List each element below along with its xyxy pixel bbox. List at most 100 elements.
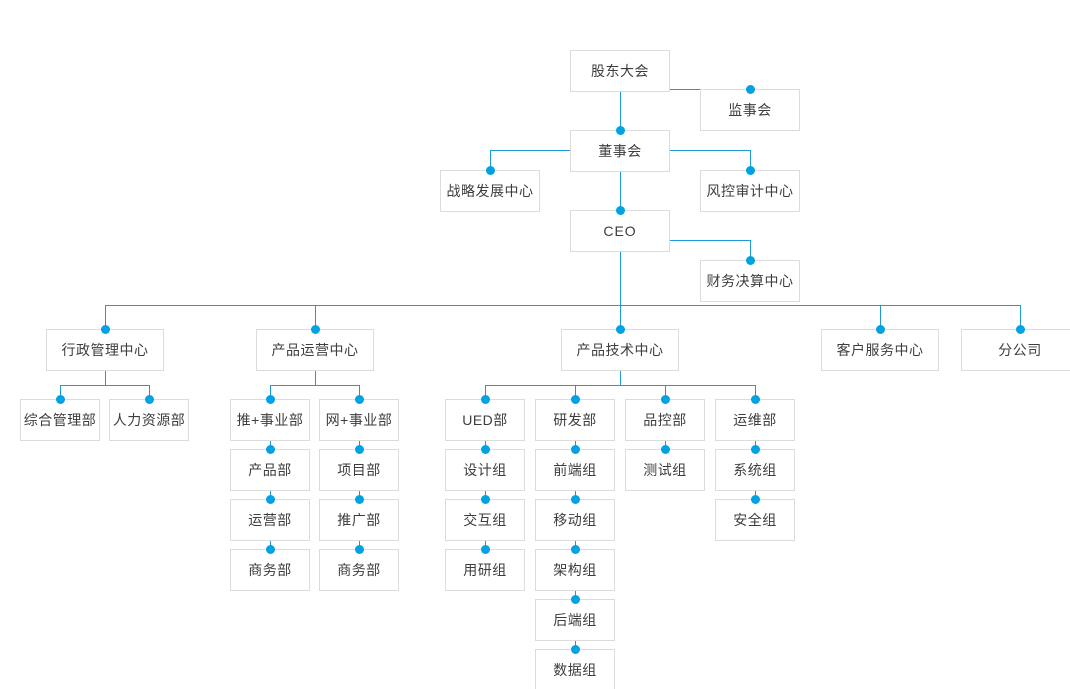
connector-admin-stem-v [105,371,106,385]
connector-admin-to-general-v [60,385,61,399]
dot-customer-service-center [875,324,885,334]
dot-riskaudit [745,165,755,175]
node-tui-plus[interactable]: 推+事业部 [230,399,310,441]
node-promotion-dept[interactable]: 推广部 [319,499,399,541]
node-finance[interactable]: 财务决算中心 [700,260,800,302]
dot-qa-dept [660,394,670,404]
connector-tech-stem-v [620,371,621,385]
node-human-resources[interactable]: 人力资源部 [109,399,189,441]
connector-prodops-to-wang-v [359,385,360,399]
dot-board [615,125,625,135]
connector-admin-bar-h [60,385,149,386]
dot-business-dept-right [354,544,364,554]
node-supervisory[interactable]: 监事会 [700,89,800,131]
connector-tech-to-ued-v [485,385,486,399]
node-system-group[interactable]: 系统组 [715,449,795,491]
node-user-research-group[interactable]: 用研组 [445,549,525,591]
dot-ops-maint-dept [750,394,760,404]
dot-security-group [750,494,760,504]
node-product-ops-center[interactable]: 产品运营中心 [256,329,374,371]
dot-strategy [485,165,495,175]
dot-tui-plus [265,394,275,404]
connector-board-to-strategy-h [490,150,570,151]
node-board[interactable]: 董事会 [570,130,670,172]
dot-ued-dept [480,394,490,404]
connector-board-to-riskaudit-v [750,150,751,170]
connector-ceo-to-bus-v [620,252,621,305]
connector-shareholders-to-board-v [620,92,621,130]
dot-operations-dept [265,494,275,504]
node-wang-plus[interactable]: 网+事业部 [319,399,399,441]
dot-wang-plus [354,394,364,404]
dot-product-ops-center [310,324,320,334]
node-ued-dept[interactable]: UED部 [445,399,525,441]
connector-bar-to-admin-v [105,305,106,329]
node-operations-dept[interactable]: 运营部 [230,499,310,541]
dot-data-group [570,644,580,654]
node-product-dept[interactable]: 产品部 [230,449,310,491]
node-rd-dept[interactable]: 研发部 [535,399,615,441]
node-branch-company[interactable]: 分公司 [961,329,1070,371]
connector-bar-to-customer-v [880,305,881,329]
node-architecture-group[interactable]: 架构组 [535,549,615,591]
connector-prodops-bar-h [270,385,359,386]
node-ops-maint-dept[interactable]: 运维部 [715,399,795,441]
node-customer-service-center[interactable]: 客户服务中心 [821,329,939,371]
dot-promotion-dept [354,494,364,504]
node-strategy[interactable]: 战略发展中心 [440,170,540,212]
node-frontend-group[interactable]: 前端组 [535,449,615,491]
connector-board-to-riskaudit-h [670,150,750,151]
node-mobile-group[interactable]: 移动组 [535,499,615,541]
dot-ceo [615,205,625,215]
dot-supervisory [745,84,755,94]
connector-bar-to-branch-v [1020,305,1021,329]
dot-product-tech-center [615,324,625,334]
node-design-group[interactable]: 设计组 [445,449,525,491]
connector-tech-to-opsmaint-v [755,385,756,399]
node-project-dept[interactable]: 项目部 [319,449,399,491]
dot-general-admin [55,394,65,404]
node-test-group[interactable]: 测试组 [625,449,705,491]
connector-tech-bar-h [485,385,755,386]
node-backend-group[interactable]: 后端组 [535,599,615,641]
dot-backend-group [570,594,580,604]
dot-frontend-group [570,444,580,454]
node-interaction-group[interactable]: 交互组 [445,499,525,541]
dot-interaction-group [480,494,490,504]
dot-architecture-group [570,544,580,554]
dot-mobile-group [570,494,580,504]
node-data-group[interactable]: 数据组 [535,649,615,689]
dot-business-dept-left [265,544,275,554]
dot-project-dept [354,444,364,454]
dot-system-group [750,444,760,454]
node-admin-center[interactable]: 行政管理中心 [46,329,164,371]
connector-ceo-to-finance-h [670,240,750,241]
dot-admin-center [100,324,110,334]
node-security-group[interactable]: 安全组 [715,499,795,541]
node-product-tech-center[interactable]: 产品技术中心 [561,329,679,371]
dot-human-resources [144,394,154,404]
connector-prodops-to-tui-v [270,385,271,399]
connector-bar-to-product-ops-v [315,305,316,329]
connector-level1-distribution-bar [105,305,1020,306]
dot-rd-dept [570,394,580,404]
node-business-dept-left[interactable]: 商务部 [230,549,310,591]
connector-bar-to-product-tech-v [620,305,621,329]
dot-user-research-group [480,544,490,554]
connector-board-to-ceo-v [620,172,621,210]
dot-test-group [660,444,670,454]
connector-tech-to-qa-v [665,385,666,399]
node-shareholders[interactable]: 股东大会 [570,50,670,92]
connector-ceo-to-finance-v [750,240,751,260]
node-riskaudit[interactable]: 风控审计中心 [700,170,800,212]
node-ceo[interactable]: CEO [570,210,670,252]
connector-tech-to-rd-v [575,385,576,399]
dot-product-dept [265,444,275,454]
node-qa-dept[interactable]: 品控部 [625,399,705,441]
connector-prodops-stem-v [315,371,316,385]
dot-finance [745,255,755,265]
node-business-dept-right[interactable]: 商务部 [319,549,399,591]
node-general-admin[interactable]: 综合管理部 [20,399,100,441]
connector-admin-to-hr-v [149,385,150,399]
